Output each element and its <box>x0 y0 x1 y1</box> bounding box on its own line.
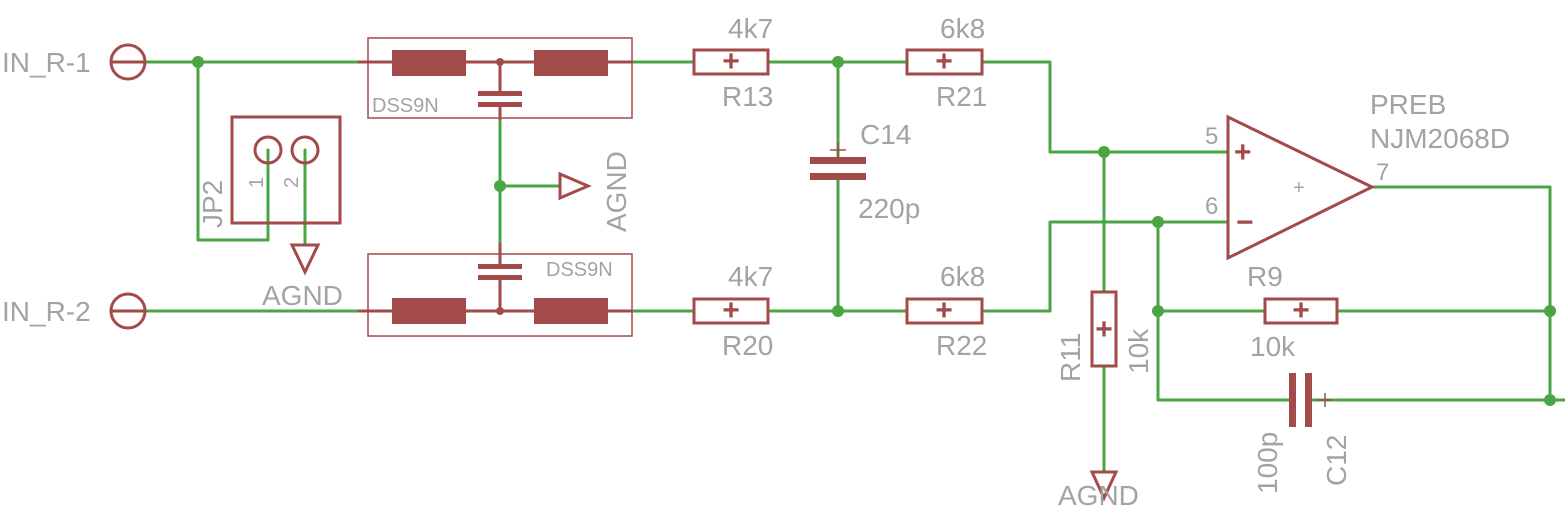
resistor-r13-value: 4k7 <box>728 13 773 44</box>
capacitor-c14-value: 220p <box>858 193 920 224</box>
opamp-pin-out: 7 <box>1376 159 1389 186</box>
junction <box>832 56 844 68</box>
opamp-pin-minus: 6 <box>1205 193 1218 220</box>
resistor-r21: + 6k8 R21 <box>905 13 987 112</box>
resistor-r21-value: 6k8 <box>940 13 985 44</box>
capacitor-c14-name: C14 <box>860 119 911 150</box>
resistor-r13-name: R13 <box>722 81 773 112</box>
junction <box>832 305 844 317</box>
wire-output <box>1370 185 1565 402</box>
resistor-r20-name: R20 <box>722 330 773 361</box>
resistor-r21-mark: + <box>935 45 953 78</box>
resistor-r20: + 4k7 R20 <box>692 261 773 361</box>
opamp-part: NJM2068D <box>1370 123 1510 154</box>
resistor-r22-mark: + <box>935 294 953 327</box>
jumper-jp2: 1 2 JP2 <box>197 115 342 228</box>
ground-jp2-label: AGND <box>262 280 343 311</box>
junction <box>1152 216 1164 228</box>
resistor-r9-name: R9 <box>1247 261 1283 292</box>
port-in2: IN_R-2 <box>2 292 147 330</box>
ground-jp2: AGND <box>262 243 343 311</box>
opamp-preb: + − + 5 6 7 PREB NJM2068D <box>1205 89 1510 261</box>
resistor-r20-value: 4k7 <box>728 261 773 292</box>
wire-r21-plus <box>980 60 1230 154</box>
junction <box>1544 394 1556 406</box>
wire-jp2-pin1 <box>196 60 270 242</box>
resistor-r22-name: R22 <box>936 330 987 361</box>
capacitor-c14: C14 220p <box>810 119 920 224</box>
junction <box>494 180 506 192</box>
jp2-pin2-label: 2 <box>281 177 303 188</box>
junction <box>1152 305 1164 317</box>
ground-r11-label: AGND <box>1058 480 1139 511</box>
junction <box>1544 305 1556 317</box>
jp2-pin1-label: 1 <box>246 177 268 188</box>
port-in1-label: IN_R-1 <box>2 47 91 78</box>
port-in1: IN_R-1 <box>2 43 147 81</box>
junction <box>192 56 204 68</box>
resistor-r9-value: 10k <box>1250 331 1296 362</box>
filter-bottom: DSS9N <box>358 243 633 337</box>
capacitor-c12-value: 100p <box>1252 432 1283 494</box>
resistor-r9: + R9 10k <box>1247 261 1339 362</box>
resistor-r11-name: R11 <box>1055 333 1086 382</box>
capacitor-c12: 100p C12 <box>1252 373 1352 494</box>
filter-bottom-label: DSS9N <box>546 259 613 281</box>
opamp-name: PREB <box>1370 89 1446 120</box>
opamp-minus-sign: − <box>1236 206 1254 239</box>
port-in2-label: IN_R-2 <box>2 296 91 327</box>
capacitor-c12-name: C12 <box>1321 435 1352 486</box>
resistor-r20-mark: + <box>722 294 740 327</box>
ground-filter: AGND <box>558 151 632 232</box>
junctions <box>192 56 1556 406</box>
junction <box>1098 146 1110 158</box>
opamp-body-mark: + <box>1293 177 1305 199</box>
resistor-r11-mark: + <box>1095 313 1113 346</box>
resistor-r22-value: 6k8 <box>940 261 985 292</box>
wire-r22-minus <box>980 220 1230 313</box>
filter-top: DSS9N <box>358 37 633 120</box>
resistor-r22: + 6k8 R22 <box>905 261 987 361</box>
jp2-label: JP2 <box>197 180 228 228</box>
ground-filter-label: AGND <box>601 151 632 232</box>
opamp-pin-plus: 5 <box>1205 123 1218 150</box>
ground-r11: AGND <box>1058 470 1139 511</box>
resistor-r11: + R11 10k <box>1055 290 1154 382</box>
wire-fb-left <box>1156 220 1292 402</box>
resistor-r11-value: 10k <box>1123 328 1154 374</box>
filter-top-label: DSS9N <box>372 95 439 117</box>
jp2-pin-2 <box>290 135 320 165</box>
resistor-r13-mark: + <box>722 45 740 78</box>
resistor-r21-name: R21 <box>936 81 987 112</box>
jp2-pin-1 <box>253 135 283 165</box>
resistor-r9-mark: + <box>1292 294 1310 327</box>
opamp-plus-sign: + <box>1234 136 1252 169</box>
resistor-r13: + 4k7 R13 <box>692 13 773 112</box>
wires <box>143 60 1565 472</box>
